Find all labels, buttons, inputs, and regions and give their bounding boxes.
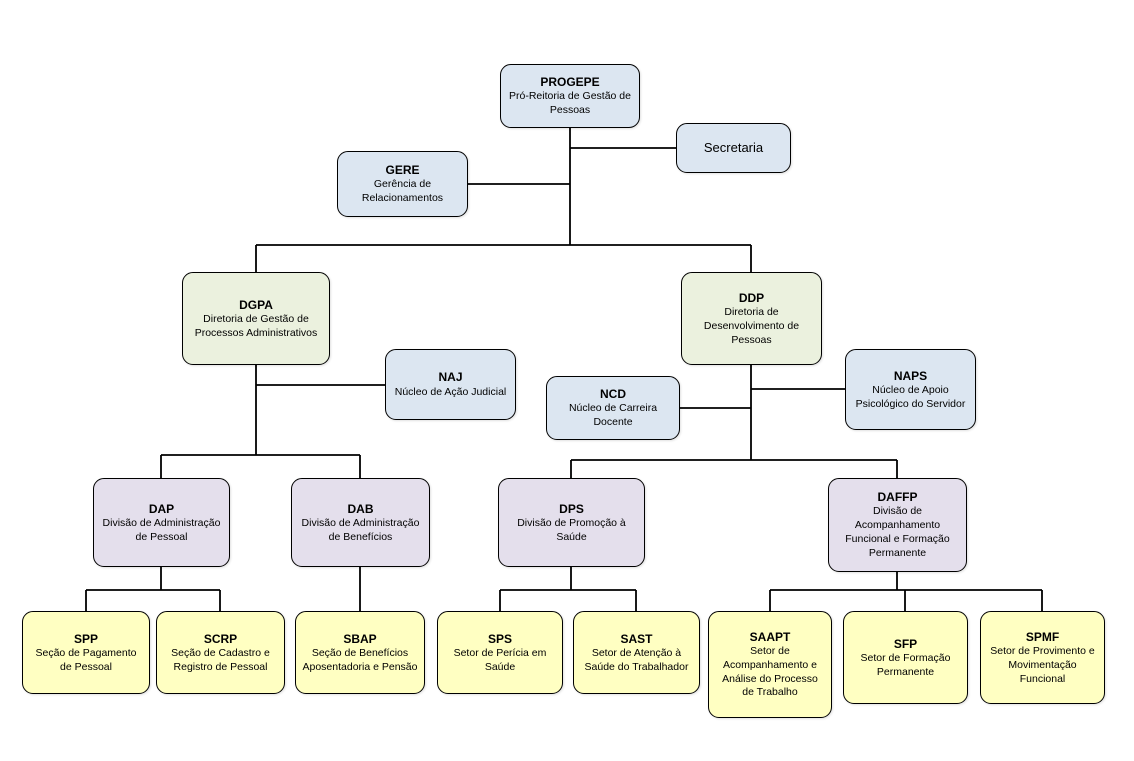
org-node-naj-label: Núcleo de Ação Judicial (394, 385, 507, 398)
org-node-spp: SPP Seção de Pagamento de Pessoal (22, 611, 150, 694)
org-node-dab: DAB Divisão de Administração de Benefíci… (291, 478, 430, 567)
org-node-dgpa: DGPA Diretoria de Gestão de Processos Ad… (182, 272, 330, 365)
org-node-gere-label: Gerência de Relacionamentos (361, 178, 444, 205)
org-node-ddp-label: Diretoria de Desenvolvimento de Pessoas (703, 305, 800, 346)
org-node-spmf: SPMF Setor de Provimento e Movimentação … (980, 611, 1105, 704)
org-node-ddp: DDP Diretoria de Desenvolvimento de Pess… (681, 272, 822, 365)
org-node-dab-code: DAB (347, 501, 374, 516)
org-node-sps-code: SPS (487, 631, 512, 646)
org-node-dgpa-label: Diretoria de Gestão de Processos Adminis… (194, 312, 318, 339)
org-node-dps: DPS Divisão de Promoção à Saúde (498, 478, 645, 567)
org-node-sast: SAST Setor de Atenção à Saúde do Trabalh… (573, 611, 700, 694)
org-node-scrp: SCRP Seção de Cadastro e Registro de Pes… (156, 611, 285, 694)
org-node-progepe-code: PROGEPE (540, 75, 600, 90)
org-node-ncd-code: NCD (600, 387, 626, 402)
org-node-spmf-code: SPMF (1025, 629, 1060, 644)
org-node-daffp-label: Divisão de Acompanhamento Funcional e Fo… (845, 505, 950, 559)
org-node-saapt: SAAPT Setor de Acompanhamento e Análise … (708, 611, 832, 718)
org-node-scrp-code: SCRP (203, 631, 238, 646)
org-node-sast-label: Setor de Atenção à Saúde do Trabalhador (584, 646, 689, 673)
org-node-spp-label: Seção de Pagamento de Pessoal (35, 646, 137, 673)
org-node-dps-code: DPS (559, 501, 584, 516)
org-node-dps-label: Divisão de Promoção à Saúde (517, 516, 626, 543)
org-node-secretaria: Secretaria (676, 123, 791, 173)
org-node-dgpa-code: DGPA (239, 297, 273, 312)
org-node-sfp: SFP Setor de Formação Permanente (843, 611, 968, 704)
org-node-sps: SPS Setor de Perícia em Saúde (437, 611, 563, 694)
org-node-sast-code: SAST (620, 631, 653, 646)
org-node-gere-code: GERE (385, 163, 420, 178)
org-node-ddp-code: DDP (738, 290, 765, 305)
org-node-naps-label: Núcleo de Apoio Psicológico do Servidor (855, 383, 966, 410)
org-node-dap-code: DAP (148, 501, 175, 516)
org-node-secretaria-label: Secretaria (703, 140, 764, 156)
org-node-spp-code: SPP (73, 631, 98, 646)
org-node-naps: NAPS Núcleo de Apoio Psicológico do Serv… (845, 349, 976, 430)
org-node-dab-label: Divisão de Administração de Benefícios (301, 516, 420, 543)
org-node-ncd-label: Núcleo de Carreira Docente (568, 402, 658, 429)
org-node-naj: NAJ Núcleo de Ação Judicial (385, 349, 516, 420)
org-node-scrp-label: Seção de Cadastro e Registro de Pessoal (171, 646, 270, 673)
org-node-progepe: PROGEPE Pró-Reitoria de Gestão de Pessoa… (500, 64, 640, 128)
org-node-sps-label: Setor de Perícia em Saúde (453, 646, 547, 673)
org-node-dap-label: Divisão de Administração de Pessoal (102, 516, 221, 543)
org-node-naps-code: NAPS (893, 368, 928, 383)
org-node-sfp-code: SFP (893, 636, 918, 651)
org-node-sbap: SBAP Seção de Benefícios Aposentadoria e… (295, 611, 425, 694)
org-node-daffp: DAFFP Divisão de Acompanhamento Funciona… (828, 478, 967, 572)
org-node-saapt-code: SAAPT (749, 629, 791, 644)
org-node-gere: GERE Gerência de Relacionamentos (337, 151, 468, 217)
org-node-dap: DAP Divisão de Administração de Pessoal (93, 478, 230, 567)
org-node-saapt-label: Setor de Acompanhamento e Análise do Pro… (722, 644, 818, 699)
org-node-progepe-label: Pró-Reitoria de Gestão de Pessoas (509, 90, 631, 117)
org-node-ncd: NCD Núcleo de Carreira Docente (546, 376, 680, 440)
org-node-naj-code: NAJ (438, 370, 463, 385)
org-node-sfp-label: Setor de Formação Permanente (860, 651, 951, 678)
org-node-spmf-label: Setor de Provimento e Movimentação Funci… (990, 644, 1095, 685)
org-node-sbap-code: SBAP (343, 631, 377, 646)
org-node-sbap-label: Seção de Benefícios Aposentadoria e Pens… (302, 646, 418, 673)
org-node-daffp-code: DAFFP (877, 490, 918, 505)
